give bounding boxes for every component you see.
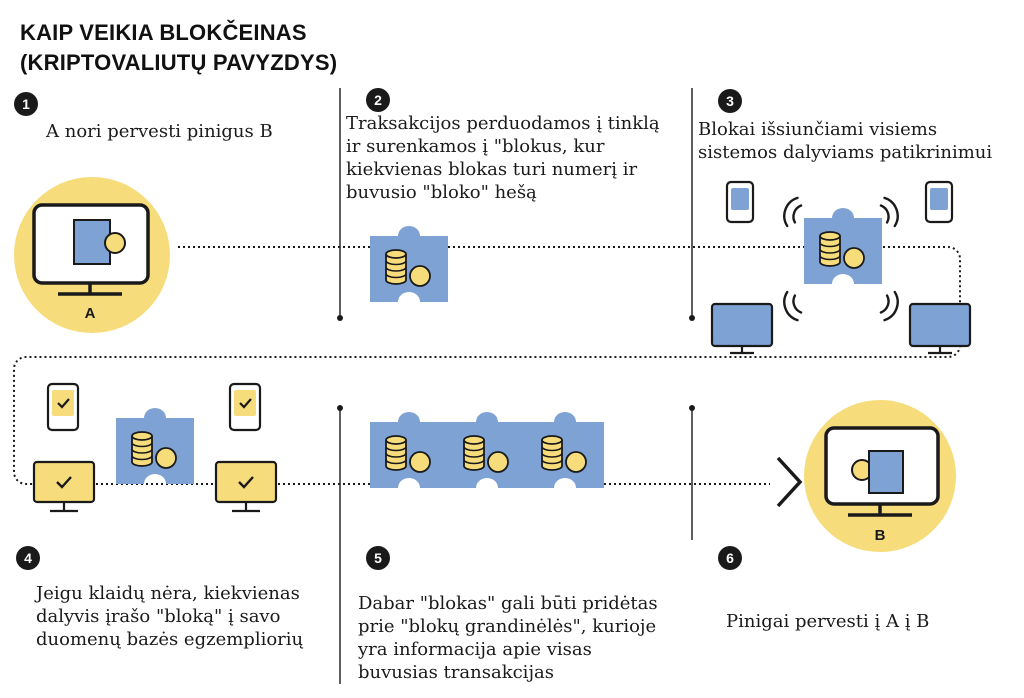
step-5-text: Dabar "blokas" gali būti pridėtas prie "… xyxy=(358,592,658,684)
phone-icon xyxy=(924,180,954,224)
step-1-line: A nori pervesti pinigus B xyxy=(46,121,273,142)
broadcast-block-icon xyxy=(804,208,882,284)
monitor-b-label: B xyxy=(875,527,886,544)
step-1-number: 1 xyxy=(14,92,38,116)
step-5-line: buvusias transakcijas xyxy=(358,662,554,683)
step-4-line: duomenų bazės egzempliorių xyxy=(36,629,304,650)
monitor-b-icon xyxy=(804,400,956,552)
block-puzzle-icon xyxy=(370,226,448,302)
phone-icon xyxy=(725,180,755,224)
step-4-line: Jeigu klaidų nėra, kiekvienas xyxy=(36,583,300,604)
step-6-line: Pinigai pervesti į A į B xyxy=(726,611,930,632)
step-5-line: Dabar "blokas" gali būti pridėtas xyxy=(358,593,658,614)
divider-dots xyxy=(337,315,695,411)
title-line-1: KAIP VEIKIA BLOKČEINAS xyxy=(20,20,307,45)
verified-laptop-icon xyxy=(214,460,278,513)
laptop-icon xyxy=(710,302,774,355)
arrow-right-icon xyxy=(776,456,803,508)
step-2-line: kiekvienas blokas turi numerį ir xyxy=(346,159,638,180)
step-2-line: buvusio "bloko" hešą xyxy=(346,182,537,203)
step-6-number: 6 xyxy=(718,546,742,570)
step-2-text: Traksakcijos perduodamos į tinklą ir sur… xyxy=(346,112,660,204)
step-4-line: dalyvis įrašo "bloką" į savo xyxy=(36,606,281,627)
laptop-icon xyxy=(908,302,972,355)
monitor-a-label: A xyxy=(85,305,96,322)
step-5-line: prie "blokų grandinėlės", kurioje xyxy=(358,616,657,637)
verified-phone-icon xyxy=(228,382,262,432)
step-3-line: sistemos dalyviams patikrinimui xyxy=(698,142,993,163)
page-title: KAIP VEIKIA BLOKČEINAS (KRIPTOVALIUTŲ PA… xyxy=(20,18,337,78)
step-2-line: Traksakcijos perduodamos į tinklą xyxy=(346,113,660,134)
verified-laptop-icon xyxy=(32,460,96,513)
step-2-line: ir surenkamos į "blokus, kur xyxy=(346,136,605,157)
step-3-text: Blokai išsiunčiami visiems sistemos daly… xyxy=(698,118,992,164)
title-line-2: (KRIPTOVALIUTŲ PAVYZDYS) xyxy=(20,50,338,75)
step-2-number: 2 xyxy=(366,88,390,112)
step-1-text: A nori pervesti pinigus B xyxy=(46,120,273,143)
step-4-number: 4 xyxy=(16,546,40,570)
step-3-number: 3 xyxy=(718,89,742,113)
blockchain-icon xyxy=(370,412,604,488)
verified-block-icon xyxy=(116,408,194,484)
step-4-text: Jeigu klaidų nėra, kiekvienas dalyvis įr… xyxy=(36,582,303,651)
monitor-a-icon xyxy=(14,177,170,333)
step-3-line: Blokai išsiunčiami visiems xyxy=(698,119,938,140)
section-dividers xyxy=(339,88,693,684)
step-6-text: Pinigai pervesti į A į B xyxy=(726,610,929,633)
step-5-line: yra informacija apie visas xyxy=(358,639,592,660)
step-5-number: 5 xyxy=(366,546,390,570)
verified-phone-icon xyxy=(46,382,80,432)
